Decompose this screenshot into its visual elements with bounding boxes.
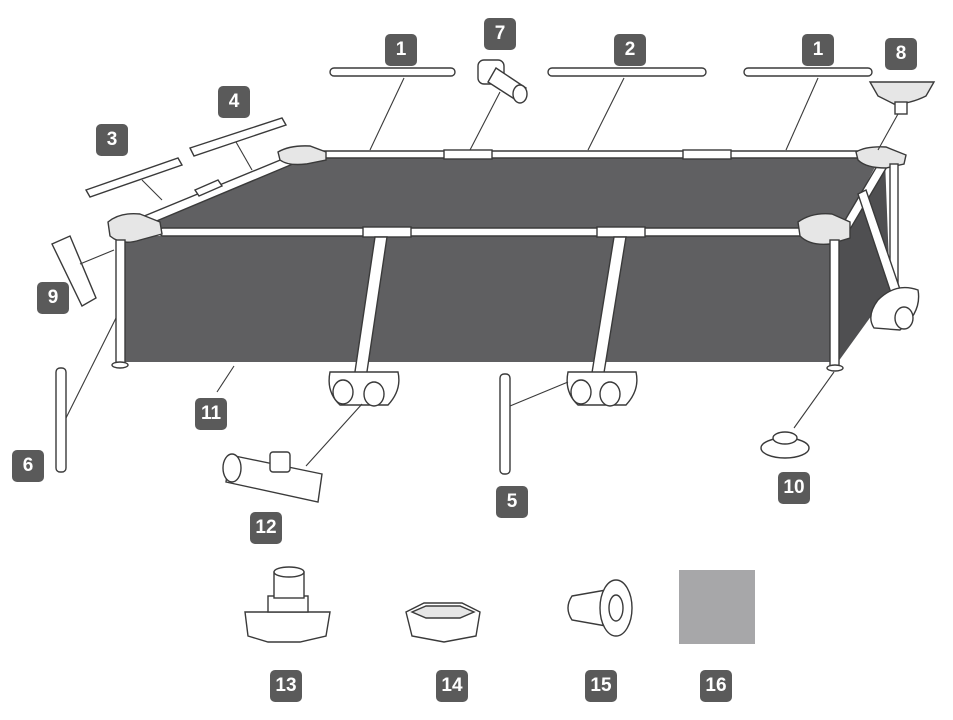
leader-11 <box>216 365 235 393</box>
front-rail-joint <box>362 226 412 238</box>
part-14-drain-cap <box>405 602 481 643</box>
part-12-foot-roller <box>222 451 323 503</box>
part-6-leg <box>55 367 67 473</box>
leader-6 <box>65 317 117 419</box>
part-16-repair-patch <box>679 570 755 644</box>
part-10-foot-cap <box>760 431 810 459</box>
corner-back-left <box>277 145 327 166</box>
leg-front-left <box>115 239 126 365</box>
front-rail-joint <box>596 226 646 238</box>
leader-5 <box>509 381 569 407</box>
corner-front-right <box>797 212 851 246</box>
callout-9: 9 <box>37 282 69 314</box>
foot-roller-socket <box>269 451 291 473</box>
corner-cap-socket <box>894 101 908 115</box>
corner-cap-body <box>868 81 936 105</box>
part-3-side-rail <box>84 157 184 198</box>
leader-1b <box>785 77 819 151</box>
t-connector-end <box>512 84 528 104</box>
drain-cap-top <box>410 605 476 619</box>
callout-15: 15 <box>585 670 617 702</box>
leader-9 <box>79 249 115 265</box>
callout-12: 12 <box>250 512 282 544</box>
part-4-side-rail <box>189 117 288 157</box>
callout-1: 1 <box>802 34 834 66</box>
callout-8: 8 <box>885 38 917 70</box>
callout-14: 14 <box>436 670 468 702</box>
liner-top-surface <box>125 158 880 232</box>
callout-13: 13 <box>270 670 302 702</box>
leader-8 <box>877 113 899 151</box>
part-13-drain-valve <box>244 566 331 643</box>
leader-7 <box>469 91 501 151</box>
pool-liner <box>125 158 890 362</box>
leader-2 <box>587 77 625 151</box>
callout-16: 16 <box>700 670 732 702</box>
callout-10: 10 <box>778 472 810 504</box>
back-rail-joint <box>443 149 493 160</box>
strut-foot-roller <box>570 379 592 405</box>
corner-back-right <box>855 146 907 169</box>
back-rail-joint <box>682 149 732 160</box>
part-7-t-connector <box>477 59 528 104</box>
leg-foot <box>826 364 844 372</box>
leg-front-right <box>829 239 840 367</box>
back-top-rail <box>317 150 864 159</box>
leg-foot <box>111 361 129 369</box>
callout-11: 11 <box>195 398 227 430</box>
leader-lines <box>65 77 899 467</box>
loose-parts <box>51 59 936 644</box>
left-rail-joint <box>193 179 224 197</box>
foot-cap-top <box>772 431 798 445</box>
part-1-top-rail <box>329 67 456 77</box>
callout-4: 4 <box>218 86 250 118</box>
foot-roller-end <box>222 453 242 483</box>
strut-foot-roller <box>363 381 385 407</box>
leader-10 <box>793 371 835 429</box>
callout-3: 3 <box>96 124 128 156</box>
part-1-top-rail <box>743 67 873 77</box>
drain-valve-top <box>273 566 305 578</box>
liner-side-wall <box>838 160 890 362</box>
strut-foot-roller <box>599 381 621 407</box>
drain-valve-nut <box>244 611 331 643</box>
liner-front-wall <box>125 236 838 362</box>
callout-2: 2 <box>614 34 646 66</box>
part-9-leg-plug <box>51 235 97 307</box>
callout-6: 6 <box>12 450 44 482</box>
part-2-top-rail <box>547 67 707 77</box>
corner-connectors <box>107 145 907 246</box>
callout-7: 7 <box>484 18 516 50</box>
leader-4 <box>235 141 253 171</box>
support-struts <box>328 189 920 407</box>
leader-3 <box>141 179 163 201</box>
strut-foot-roller <box>894 306 914 330</box>
strut-foot-roller <box>332 379 354 405</box>
leader-1a <box>369 77 405 151</box>
callout-5: 5 <box>496 486 528 518</box>
part-15-drain-plug <box>567 579 633 637</box>
leader-12 <box>305 403 363 467</box>
front-top-rail <box>159 227 811 237</box>
part-5-leg <box>499 373 511 475</box>
part-8-corner-cap <box>868 81 936 115</box>
drain-plug-stem <box>567 589 607 627</box>
callout-1: 1 <box>385 34 417 66</box>
drain-plug-inner <box>608 594 624 622</box>
